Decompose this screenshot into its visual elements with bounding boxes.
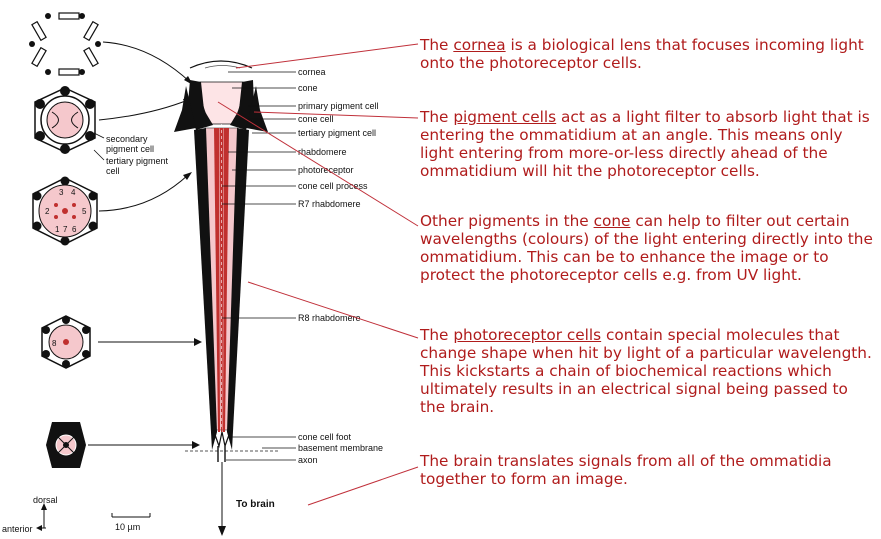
label-r8-rhabdomere: R8 rhabdomere [298, 313, 361, 323]
cone-cross-section [34, 86, 96, 154]
label-secondary-pigment-cell-line1: secondary [106, 134, 148, 144]
annotation-cone-before: Other pigments in the [420, 212, 594, 230]
cell-number-1: 1 [55, 225, 60, 234]
primary-pigment-cell-left [188, 80, 213, 130]
label-tertiary-pigment-cell-left-line1: tertiary pigment [106, 156, 169, 166]
pointer-pigment [253, 111, 419, 119]
label-photoreceptor: photoreceptor [298, 165, 354, 175]
pigment-wall-right [227, 128, 249, 450]
annotation-photoreceptor-before: The [420, 326, 454, 344]
cone-cell-foot [213, 431, 231, 449]
label-secondary-pigment-cell-line2: pigment cell [106, 144, 154, 154]
label-anterior: anterior [2, 524, 33, 534]
label-cone-cell: cone cell [298, 114, 334, 124]
annotation-pigment-keyword: pigment cells [453, 108, 557, 126]
cornea-cross-section [29, 12, 101, 76]
label-cornea: cornea [298, 67, 326, 77]
annotation-brain-text: The brain translates signals from all of… [420, 452, 832, 488]
scale-bar: 10 µm [111, 513, 151, 532]
pigment-wall-left [194, 128, 217, 450]
orientation-compass: dorsal anterior [2, 495, 58, 534]
label-tertiary-pigment-cell: tertiary pigment cell [298, 128, 376, 138]
label-rhabdomere: rhabdomere [298, 147, 347, 157]
base-cross-section [46, 422, 86, 468]
rhabdomere-left [214, 128, 220, 432]
pointer-cornea [235, 43, 419, 69]
pointer-brain [307, 466, 419, 506]
annotation-pointers [217, 43, 419, 506]
label-basement-membrane: basement membrane [298, 443, 383, 453]
photoreceptor-cross-section: 3 4 2 5 1 7 6 [32, 176, 98, 246]
annotation-photoreceptor: The photoreceptor cells contain special … [420, 326, 875, 416]
annotation-photoreceptor-keyword: photoreceptor cells [453, 326, 602, 344]
annotation-cornea: The cornea is a biological lens that foc… [420, 36, 875, 72]
annotation-cone-keyword: cone [593, 212, 631, 230]
label-axon: axon [298, 455, 318, 465]
annotation-cornea-after: is a biological lens that focuses incomi… [420, 36, 864, 72]
pointer-photoreceptor [247, 281, 419, 339]
label-to-brain: To brain [236, 499, 275, 510]
annotation-pigment-before: The [420, 108, 454, 126]
annotation-photoreceptor-after: contain special molecules that change sh… [420, 326, 872, 416]
annotation-pigment: The pigment cells act as a light filter … [420, 108, 875, 180]
cell-number-2: 2 [45, 207, 50, 216]
label-tertiary-pigment-cell-left-line2: cell [106, 166, 120, 176]
label-dorsal: dorsal [33, 495, 58, 505]
primary-pigment-cell-right [230, 80, 254, 130]
cross-section-arrows [88, 41, 198, 446]
ommatidium-longitudinal-section [174, 60, 278, 536]
label-primary-pigment-cell: primary pigment cell [298, 101, 379, 111]
label-cone-cell-foot: cone cell foot [298, 432, 352, 442]
annotation-cone: Other pigments in the cone can help to f… [420, 212, 875, 284]
annotation-cornea-before: The [420, 36, 454, 54]
left-label-leaders [93, 132, 105, 161]
label-scale: 10 µm [115, 522, 140, 532]
cell-number-3: 3 [59, 188, 64, 197]
label-cone-cell-process: cone cell process [298, 181, 368, 191]
label-r7-rhabdomere: R7 rhabdomere [298, 199, 361, 209]
pointer-cone [217, 101, 419, 227]
cell-number-6: 6 [72, 225, 77, 234]
label-cone: cone [298, 83, 318, 93]
cell-number-4: 4 [71, 188, 76, 197]
r8-cross-section: 8 [41, 315, 91, 369]
structure-leaders [222, 71, 296, 461]
cell-number-7: 7 [63, 225, 68, 234]
cell-number-5: 5 [82, 207, 87, 216]
annotation-brain: The brain translates signals from all of… [420, 452, 875, 488]
cell-number-8: 8 [52, 339, 57, 348]
annotation-cone-after: can help to filter out certain wavelengt… [420, 212, 873, 284]
cornea-lens [189, 60, 253, 69]
annotation-pigment-after: act as a light filter to absorb light th… [420, 108, 870, 180]
annotation-cornea-keyword: cornea [453, 36, 506, 54]
